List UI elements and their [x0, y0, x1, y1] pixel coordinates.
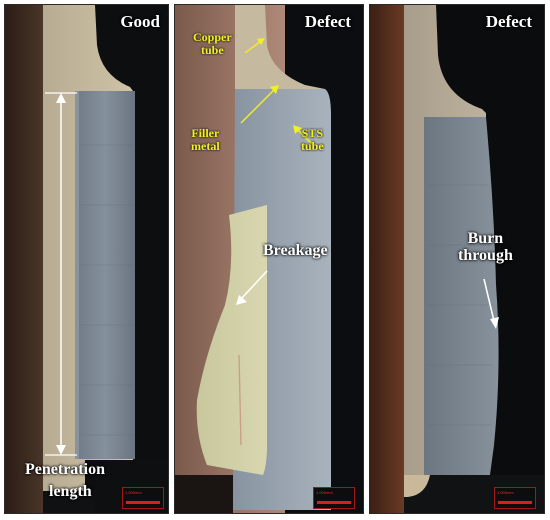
micrograph-good — [5, 5, 168, 513]
label-sts-sub: tube — [301, 138, 324, 153]
label-filler-metal: Filler metal — [191, 127, 220, 152]
label-filler-sub: metal — [191, 138, 220, 153]
label-sts: STS — [301, 126, 324, 140]
scale-bar-text: 1.000mm — [125, 490, 142, 495]
micrograph-breakage — [175, 5, 363, 513]
label-copper-sub: tube — [201, 42, 224, 57]
scale-bar: 1.000mm — [494, 487, 536, 509]
label-burn-through: Burn through — [458, 230, 513, 265]
scale-bar-line — [317, 501, 351, 504]
panel-good: Good Penetration length 1.000mm — [4, 4, 169, 514]
label-filler: Filler — [191, 126, 220, 140]
status-label-good: Good — [120, 12, 160, 31]
panel-defect-burn: Defect Burn through 1.000mm — [369, 4, 545, 514]
scale-bar-text: 1.000mm — [497, 490, 514, 495]
scale-bar-line — [126, 501, 160, 504]
scale-bar-line — [498, 501, 532, 504]
status-label-defect-2: Defect — [485, 12, 532, 31]
scale-bar: 1.000mm — [122, 487, 164, 509]
label-burn: Burn — [467, 230, 504, 247]
label-breakage: Breakage — [263, 242, 328, 259]
penetration-label: Penetration — [25, 461, 105, 478]
label-copper: Copper — [193, 30, 232, 44]
status-label-defect-1: Defect — [304, 12, 351, 31]
scale-bar-text: 1.000mm — [316, 490, 333, 495]
panel-defect-breakage: Defect Copper tube Filler metal STS tube… — [174, 4, 364, 514]
label-copper-tube: Copper tube — [193, 31, 232, 56]
label-sts-tube: STS tube — [301, 127, 324, 152]
penetration-label-sub: length — [49, 483, 92, 500]
scale-bar: 1.000mm — [313, 487, 355, 509]
label-burn-sub: through — [458, 246, 513, 264]
micrograph-burn — [370, 5, 544, 513]
